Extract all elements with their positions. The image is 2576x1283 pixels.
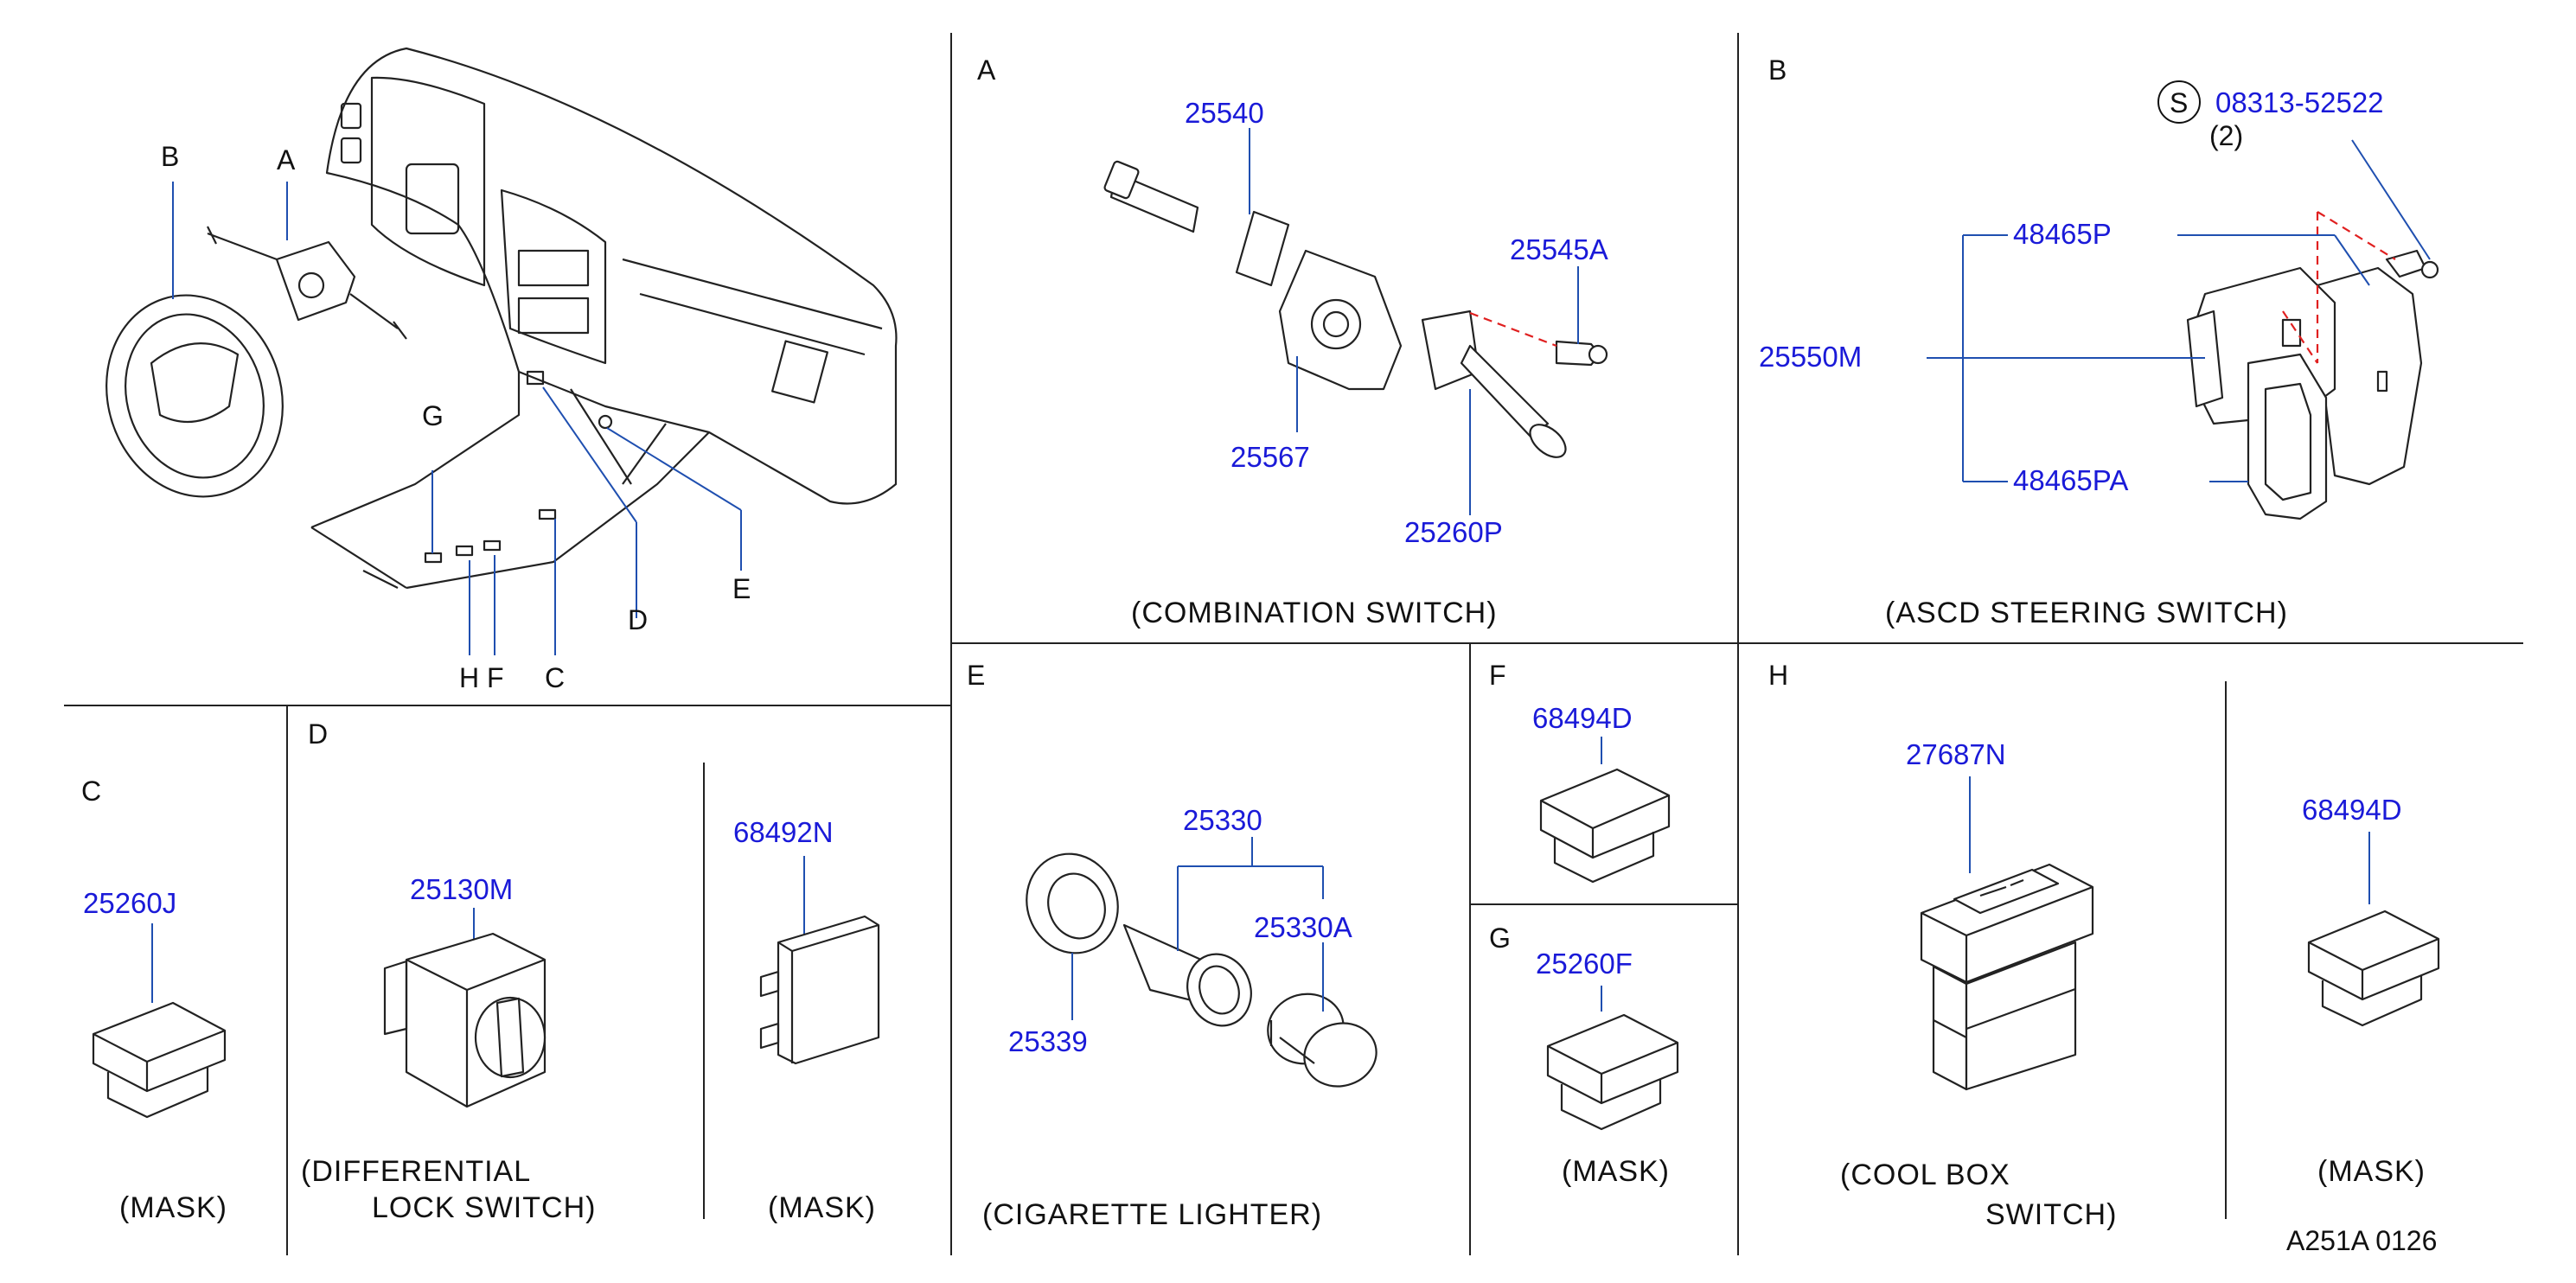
section-label-e: E [967,660,985,691]
mask-f-drawing [1539,768,1671,884]
part-number-25550m: 25550M [1759,341,1862,373]
overview-label-g: G [422,400,444,431]
part-number-25567: 25567 [1230,441,1310,473]
section-d: D 25130M (DIFFERENTIAL LOCK SWITCH) 6849… [301,718,880,1224]
section-dividers [64,33,2523,1255]
section-c: C 25260J (MASK) [81,776,227,1224]
part-number-25260f: 25260F [1536,948,1633,980]
section-a-leaders [1249,128,1579,515]
combination-switch-small [207,226,407,340]
caption-differential-2: LOCK SWITCH) [372,1191,596,1224]
section-g: G 25260F (MASK) [1489,922,1679,1188]
hidden-line-a [1469,311,1557,348]
caption-mask-c: (MASK) [119,1191,227,1224]
screw-quantity: (2) [2209,120,2243,151]
section-a: A 25540 25545A 25567 25260P (COMBINATION… [977,54,1608,629]
section-e-leaders [1071,837,1324,1020]
overview-leaders [172,182,742,655]
part-number-25260p: 25260P [1404,516,1503,548]
part-number-48465pa: 48465PA [2013,464,2128,496]
caption-cigarette-lighter: (CIGARETTE LIGHTER) [982,1198,1322,1231]
part-number-25330: 25330 [1183,804,1262,836]
section-label-a: A [977,54,996,86]
caption-mask-d: (MASK) [768,1191,876,1224]
section-b: B S 08313-52522 (2) [1759,54,2439,629]
part-number-68494d-h: 68494D [2302,794,2402,826]
overview-label-b: B [161,141,179,172]
hidden-lines-b [2282,211,2396,364]
part-number-25545a: 25545A [1510,233,1608,265]
part-number-08313-52522: 08313-52522 [2215,86,2384,118]
caption-coolbox-1: (COOL BOX [1840,1159,2010,1191]
part-number-25130m: 25130M [410,873,513,905]
caption-coolbox-2: SWITCH) [1985,1198,2117,1231]
section-e: E 25330 25330A 25339 (CIGARETTE LIGHTER) [967,660,1377,1231]
caption-mask-h: (MASK) [2317,1155,2426,1188]
section-h: H 27687N (COOL BOX SWITCH) 68494D (MASK) [1768,660,2440,1231]
cigarette-lighter-drawing [1026,852,1377,1088]
part-number-25540: 25540 [1185,97,1264,129]
diagram-code: A251A 0126 [2286,1225,2437,1256]
part-number-25330a: 25330A [1254,911,1352,943]
section-label-d: D [308,718,328,750]
overview-label-a: A [277,144,296,176]
ascd-switch-drawing [2186,249,2439,520]
cool-box-switch-drawing [1920,863,2094,1091]
screw-symbol-s: S [2170,87,2188,118]
section-label-b: B [1768,54,1787,86]
part-number-48465p: 48465P [2013,218,2112,250]
section-label-c: C [81,776,101,807]
section-label-f: F [1489,660,1506,691]
section-b-leaders [1927,139,2431,482]
caption-differential-1: (DIFFERENTIAL [301,1155,531,1188]
mask-g-drawing [1546,1013,1679,1131]
section-label-h: H [1768,660,1788,691]
overview-label-h: H [459,662,479,693]
overview-label-f: F [487,662,504,693]
overview-label-e: E [732,573,751,604]
overview-illustration: B A G D E H F C [105,47,898,693]
part-number-25260j: 25260J [83,887,176,919]
differential-lock-switch-drawing [383,932,547,1108]
combination-switch-drawing [1103,160,1608,458]
section-label-g: G [1489,922,1511,954]
mask-c-drawing [92,1001,227,1119]
part-number-68492n: 68492N [733,816,834,848]
overview-label-c: C [545,662,565,693]
part-number-68494d-f: 68494D [1532,702,1633,734]
part-number-27687n: 27687N [1906,738,2006,770]
mask-h-drawing [2307,910,2440,1027]
steering-wheel-drawing [105,294,284,498]
part-number-25339: 25339 [1008,1025,1088,1057]
caption-ascd-steering-switch: (ASCD STEERING SWITCH) [1885,597,2288,629]
screw-symbol: S [2157,80,2201,124]
section-f: F 68494D [1489,660,1671,884]
overview-label-d: D [628,604,648,635]
caption-mask-g: (MASK) [1562,1155,1670,1188]
dashboard-drawing [310,47,898,590]
mask-d-drawing [759,915,880,1065]
caption-combination-switch: (COMBINATION SWITCH) [1131,597,1498,629]
